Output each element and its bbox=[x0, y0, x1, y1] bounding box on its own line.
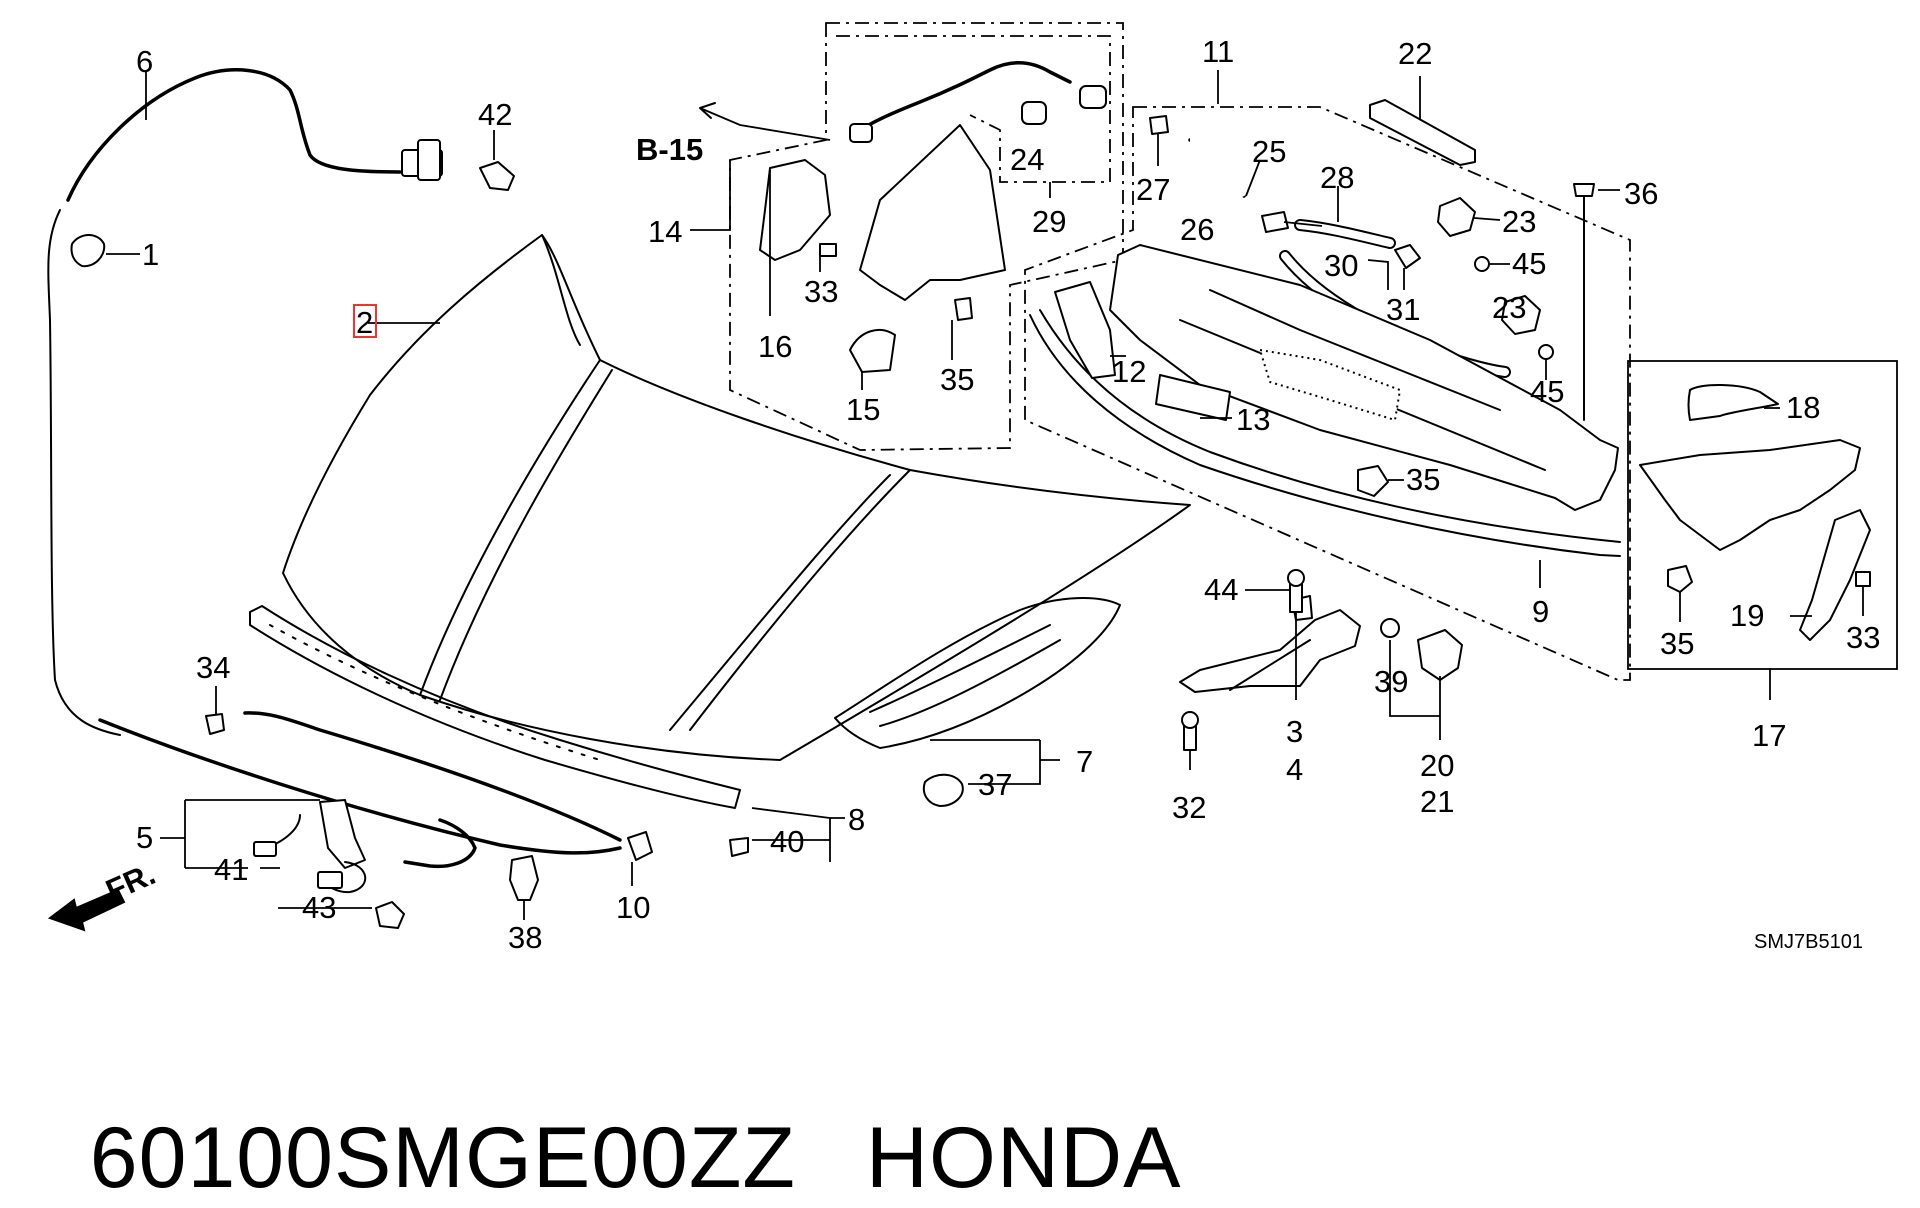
callout-16[interactable]: 16 bbox=[758, 329, 792, 364]
figure-code: SMJ7B5101 bbox=[1754, 931, 1863, 953]
callout-33[interactable]: 33 bbox=[804, 274, 838, 309]
highlight-box bbox=[353, 304, 377, 338]
callout-35c[interactable]: 35 bbox=[1660, 626, 1694, 661]
callout-28[interactable]: 28 bbox=[1320, 160, 1354, 195]
callout-23b[interactable]: 23 bbox=[1492, 290, 1526, 325]
clip-40[interactable] bbox=[729, 837, 749, 857]
bolt-42[interactable] bbox=[479, 161, 515, 191]
callout-13[interactable]: 13 bbox=[1236, 402, 1270, 437]
hood-panel[interactable] bbox=[282, 234, 1191, 761]
cowl-top-cover[interactable] bbox=[1109, 244, 1619, 511]
hood-lock[interactable] bbox=[253, 799, 367, 894]
callout-37[interactable]: 37 bbox=[978, 767, 1012, 802]
washer-nozzle-group bbox=[729, 22, 1124, 451]
bolt-43[interactable] bbox=[375, 901, 405, 929]
bolt-44[interactable] bbox=[1287, 569, 1305, 613]
callout-39[interactable]: 39 bbox=[1374, 664, 1408, 699]
screw-45[interactable] bbox=[1474, 256, 1554, 360]
hood-hinge[interactable] bbox=[1179, 595, 1361, 693]
callout-12[interactable]: 12 bbox=[1112, 354, 1146, 389]
callout-45b[interactable]: 45 bbox=[1530, 374, 1564, 409]
callout-41[interactable]: 41 bbox=[214, 852, 248, 887]
callout-7[interactable]: 7 bbox=[1076, 744, 1093, 779]
callout-17[interactable]: 17 bbox=[1752, 718, 1786, 753]
callout-35[interactable]: 35 bbox=[940, 362, 974, 397]
callout-6[interactable]: 6 bbox=[136, 44, 153, 79]
callout-23a[interactable]: 23 bbox=[1502, 204, 1536, 239]
leader-lines bbox=[106, 70, 1864, 920]
hood-release-cable[interactable] bbox=[47, 68, 622, 869]
callout-9[interactable]: 9 bbox=[1532, 594, 1549, 629]
callout-35b[interactable]: 35 bbox=[1406, 462, 1440, 497]
callout-31[interactable]: 31 bbox=[1386, 292, 1420, 327]
part-number: 60100SMGE00ZZ bbox=[89, 1110, 796, 1206]
callout-38[interactable]: 38 bbox=[508, 920, 542, 955]
callout-8[interactable]: 8 bbox=[848, 802, 865, 837]
callout-33b[interactable]: 33 bbox=[1846, 620, 1880, 655]
callout-32[interactable]: 32 bbox=[1172, 790, 1206, 825]
washer-nozzle-23[interactable] bbox=[1437, 197, 1541, 335]
callout-27[interactable]: 27 bbox=[1136, 172, 1170, 207]
callout-10[interactable]: 10 bbox=[616, 890, 650, 925]
callout-numbers: 6 1 2 42 B-15 14 16 15 33 35 24 29 11 22… bbox=[136, 34, 1880, 955]
callout-20[interactable]: 20 bbox=[1420, 748, 1454, 783]
clip-35-cowl[interactable] bbox=[1357, 465, 1389, 497]
callout-18[interactable]: 18 bbox=[1786, 390, 1820, 425]
callout-14[interactable]: 14 bbox=[648, 214, 682, 249]
callout-36[interactable]: 36 bbox=[1624, 176, 1658, 211]
cowl-top-group bbox=[1024, 106, 1631, 681]
clip-38[interactable] bbox=[509, 855, 539, 901]
joint-31-26-27[interactable] bbox=[1149, 115, 1421, 269]
callout-19[interactable]: 19 bbox=[1730, 598, 1764, 633]
callout-30[interactable]: 30 bbox=[1324, 248, 1358, 283]
grommet-34[interactable] bbox=[205, 713, 225, 735]
callout-34[interactable]: 34 bbox=[196, 650, 230, 685]
trim-clip-36[interactable] bbox=[1573, 183, 1595, 421]
front-direction-arrow: FR. bbox=[47, 856, 160, 932]
reference-b15[interactable]: B-15 bbox=[636, 132, 703, 167]
b15-reference-arrow bbox=[699, 102, 716, 119]
callout-29[interactable]: 29 bbox=[1032, 204, 1066, 239]
callout-24[interactable]: 24 bbox=[1010, 142, 1044, 177]
callout-40[interactable]: 40 bbox=[770, 824, 804, 859]
callout-2[interactable]: 2 bbox=[356, 305, 373, 340]
bolt-32[interactable] bbox=[1181, 711, 1199, 751]
brand-name: HONDA bbox=[865, 1110, 1182, 1206]
callout-1[interactable]: 1 bbox=[142, 237, 159, 272]
clip-37[interactable] bbox=[922, 773, 964, 807]
callout-15[interactable]: 15 bbox=[846, 392, 880, 427]
callout-5[interactable]: 5 bbox=[136, 820, 153, 855]
callout-11[interactable]: 11 bbox=[1202, 34, 1234, 69]
hood-insulator[interactable] bbox=[834, 597, 1121, 749]
side-cover-group bbox=[1627, 360, 1898, 670]
clip-1[interactable] bbox=[70, 234, 106, 268]
parts-diagram: FR. 6 1 2 42 B-15 14 16 15 33 35 24 29 1… bbox=[47, 22, 1898, 955]
hood-support-rod[interactable] bbox=[243, 711, 653, 861]
footer: 60100SMGE00ZZ HONDA bbox=[40, 1010, 1182, 1208]
washer-hose-25[interactable] bbox=[1188, 137, 1247, 198]
stopper-39-20[interactable] bbox=[1380, 618, 1463, 681]
callout-43[interactable]: 43 bbox=[302, 890, 336, 925]
callout-45a[interactable]: 45 bbox=[1512, 246, 1546, 281]
hood-front-seal[interactable] bbox=[249, 605, 741, 809]
callout-26[interactable]: 26 bbox=[1180, 212, 1214, 247]
cowl-fin-12-13[interactable] bbox=[1054, 281, 1231, 421]
cowl-seal-9[interactable] bbox=[1029, 309, 1621, 557]
wiper-cover-22[interactable] bbox=[1369, 99, 1476, 166]
callout-42[interactable]: 42 bbox=[478, 97, 512, 132]
callout-4[interactable]: 4 bbox=[1286, 752, 1303, 787]
callout-25[interactable]: 25 bbox=[1252, 134, 1286, 169]
callout-44[interactable]: 44 bbox=[1204, 572, 1238, 607]
callout-21[interactable]: 21 bbox=[1420, 784, 1454, 819]
callout-3[interactable]: 3 bbox=[1286, 714, 1303, 749]
callout-22[interactable]: 22 bbox=[1398, 36, 1432, 71]
